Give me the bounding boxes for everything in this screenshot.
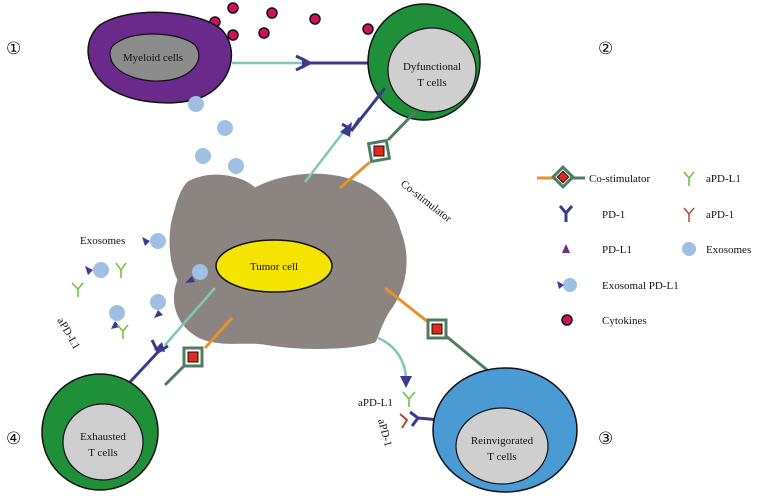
legend-cytokine-icon — [561, 314, 573, 326]
legend-costim-label: Co-stimulator — [589, 173, 650, 185]
exosomes-label: Exosomes — [80, 235, 125, 247]
legend-costim-icon — [537, 164, 585, 190]
marker-1: ① — [6, 39, 21, 58]
apdl1-bottom-label: aPD-L1 — [358, 397, 393, 409]
legend-exosome-icon — [682, 242, 696, 256]
legend-apd1-label: aPD-1 — [706, 209, 734, 221]
marker-3: ③ — [598, 429, 613, 448]
legend-pdl1-label: PD-L1 — [602, 244, 632, 256]
legend-exosomal-pdl1-label: Exosomal PD-L1 — [602, 280, 679, 292]
myeloid-cell: Myeloid cells — [87, 11, 232, 104]
tumor-cell: Tumor cell — [169, 173, 407, 349]
legend-apd1-icon — [683, 207, 695, 222]
dysfunctional-label-1: Dyfunctional — [403, 61, 461, 73]
pdl1-rein — [400, 376, 412, 388]
marker-2: ② — [598, 39, 613, 58]
tumor-dys-line — [304, 129, 346, 183]
costim-label: Co-stimulator — [398, 178, 454, 225]
legend-apdl1-label: aPD-L1 — [706, 173, 741, 185]
legend: Co-stimulator aPD-L1 PD-1 aPD-1 PD-L1 Ex… — [537, 164, 751, 327]
exhausted-t-cell: Exhausted T cells — [41, 373, 159, 491]
legend-exosomal-pdl1-icon — [557, 278, 577, 292]
tumor-label: Tumor cell — [250, 261, 298, 273]
legend-pd1-icon — [558, 205, 574, 222]
exosomal-pdl1-left — [85, 233, 208, 329]
costim-exh — [163, 316, 234, 387]
costim-rein — [384, 286, 493, 376]
reinvigorated-label-2: T cells — [487, 451, 516, 463]
legend-pd1-label: PD-1 — [602, 209, 625, 221]
legend-pdl1-icon — [562, 244, 570, 253]
pd1-top — [295, 54, 372, 72]
pdl1-dys — [340, 122, 352, 137]
costim-dys — [339, 110, 417, 190]
legend-apdl1-icon — [683, 171, 695, 186]
apd1-bottom-label: aPD-1 — [375, 418, 394, 448]
marker-4: ④ — [6, 429, 21, 448]
cytokines-cluster — [209, 2, 374, 41]
myeloid-label: Myeloid cells — [123, 52, 183, 64]
exosomes-top — [188, 96, 244, 174]
apdl1-left — [71, 262, 129, 339]
pd1-exh — [128, 339, 169, 384]
exhausted-label-1: Exhausted — [80, 431, 126, 443]
dysfunctional-label-2: T cells — [417, 77, 446, 89]
pd1-dys — [341, 87, 387, 133]
apdl1-left-label: aPD-L1 — [54, 316, 82, 352]
legend-exosomes-label: Exosomes — [706, 244, 751, 256]
tumor-exh-line — [164, 287, 216, 346]
tumor-rein-line — [377, 336, 408, 379]
dysfunctional-t-cell: Dyfunctional T cells — [367, 3, 481, 121]
apdl1-bottom — [402, 391, 416, 407]
reinvigorated-t-cell: Reinvigorated T cells — [432, 367, 578, 493]
legend-cytokines-label: Cytokines — [602, 315, 647, 327]
exhausted-label-2: T cells — [88, 447, 117, 459]
reinvigorated-label-1: Reinvigorated — [471, 435, 534, 447]
